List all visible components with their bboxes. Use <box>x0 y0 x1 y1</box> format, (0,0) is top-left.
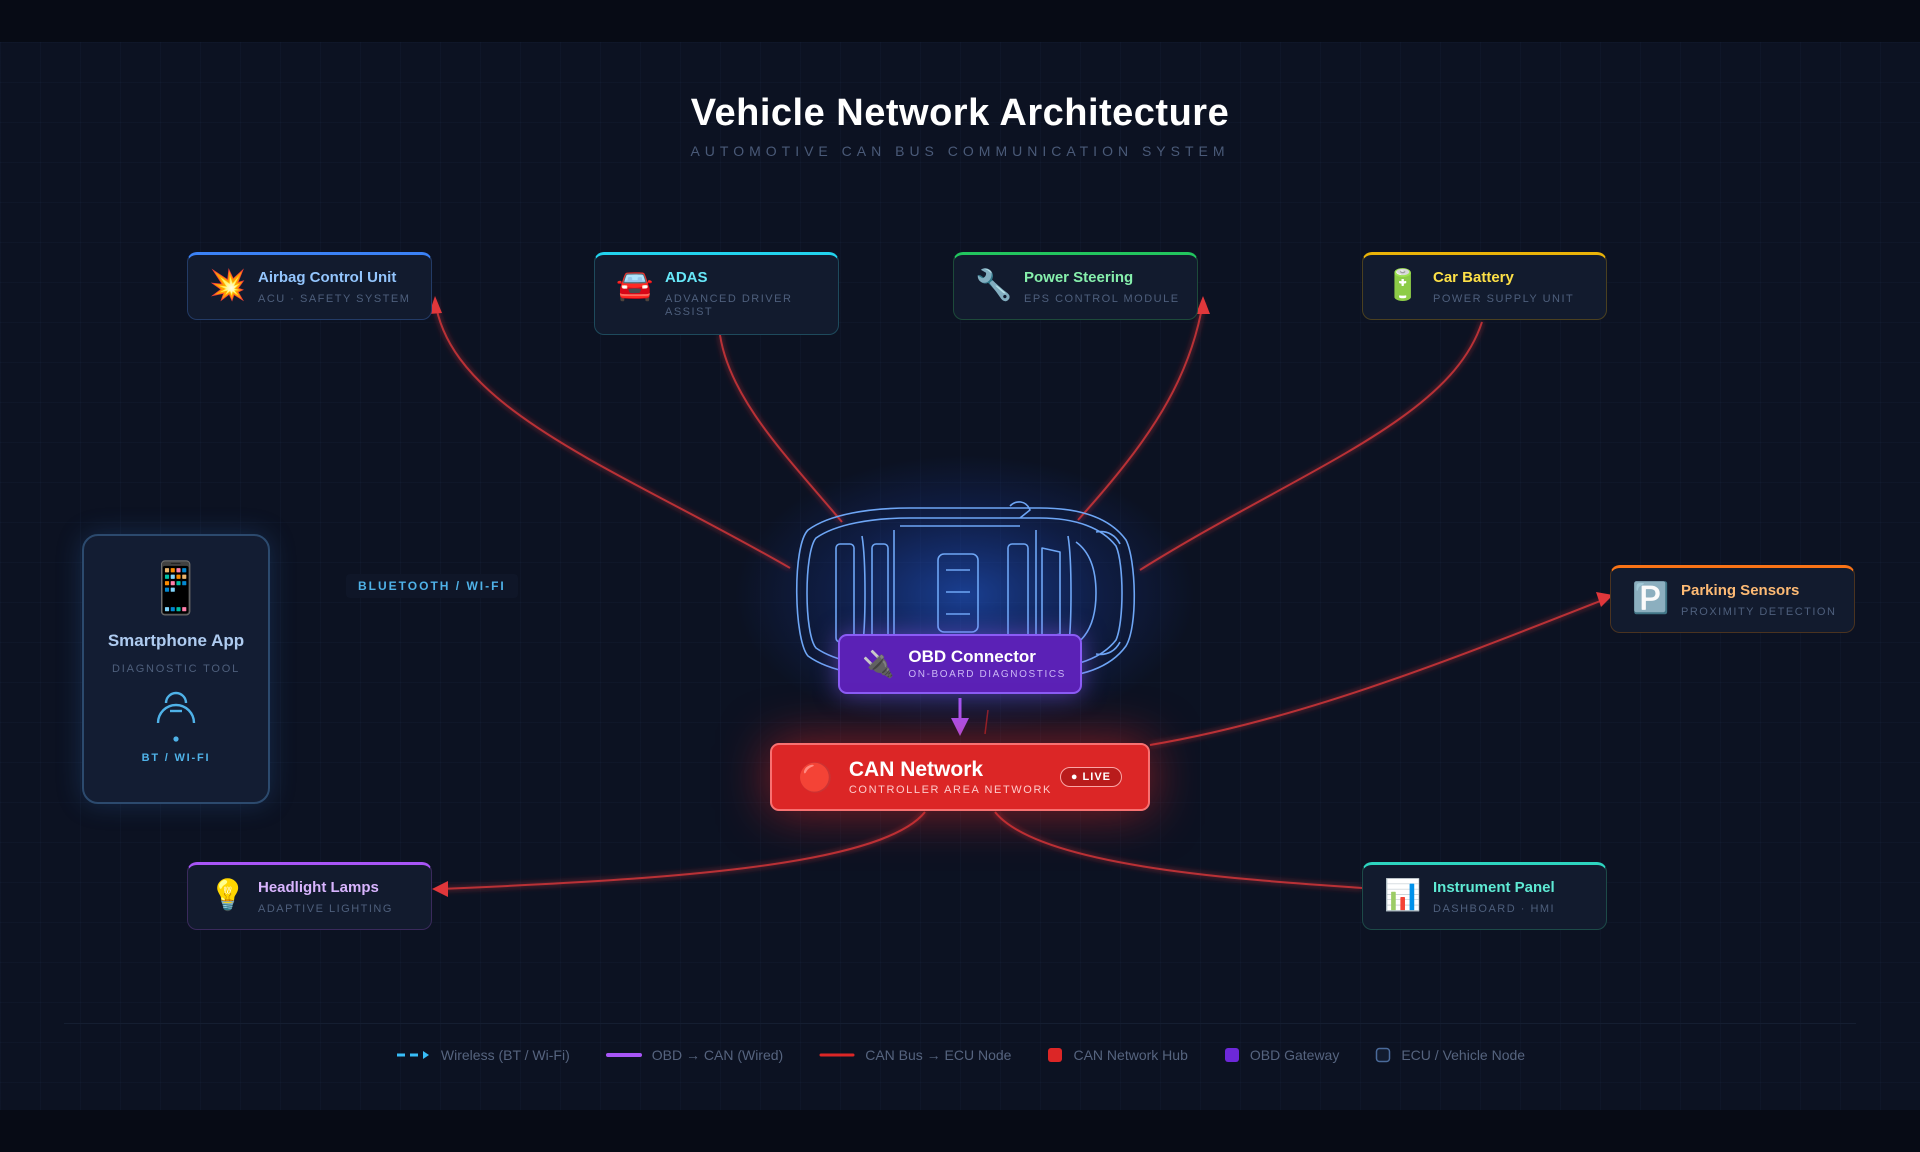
link-airbag <box>434 299 791 569</box>
lightbulb-icon: 💡 <box>209 879 247 912</box>
node-name: Headlight Lamps <box>258 879 379 896</box>
node-sub: ACU · SAFETY SYSTEM <box>258 293 411 305</box>
arrow-airbag <box>429 296 442 314</box>
node-name: Instrument Panel <box>1433 879 1555 896</box>
link-obd-can-secondary <box>984 709 989 735</box>
battery-icon: 🔋 <box>1384 269 1422 302</box>
legend-divider <box>64 1023 1856 1024</box>
smartphone-app-card[interactable]: 📱 Smartphone App DIAGNOSTIC TOOL BT / WI… <box>82 534 270 804</box>
node-sub: DASHBOARD · HMI <box>1433 903 1556 915</box>
arrow-obd-can <box>951 718 969 736</box>
link-headlight <box>439 811 926 890</box>
obd-connector-name: OBD Connector <box>908 647 1036 666</box>
link-parking <box>1149 597 1609 746</box>
diagram-canvas <box>0 42 1920 1110</box>
plug-icon: 🔌 <box>862 648 895 679</box>
red-circle-icon: 🔴 <box>798 761 833 793</box>
node-sub: ADAPTIVE LIGHTING <box>258 903 393 915</box>
arrow-steering <box>1196 296 1210 314</box>
node-headlight-lamps[interactable]: 💡 Headlight Lamps ADAPTIVE LIGHTING <box>187 862 432 930</box>
legend-item-ecu: ECU / Vehicle Node <box>1375 1047 1525 1063</box>
legend-label: CAN Bus → ECU Node <box>865 1047 1012 1063</box>
node-power-steering[interactable]: 🔧 Power Steering EPS CONTROL MODULE <box>953 252 1198 320</box>
node-name: ADAS <box>665 269 708 286</box>
link-adas <box>719 334 843 523</box>
bar-chart-icon: 📊 <box>1384 879 1422 912</box>
legend-item-can-bus: CAN Bus → ECU Node <box>819 1047 1011 1063</box>
smartphone-icon: 📱 <box>144 560 208 616</box>
arrow-headlight <box>432 881 448 897</box>
diagram-subtitle: AUTOMOTIVE CAN BUS COMMUNICATION SYSTEM <box>690 143 1230 159</box>
link-instrument <box>994 811 1363 889</box>
arrow-parking <box>1596 592 1613 607</box>
legend-label: CAN Network Hub <box>1073 1047 1188 1063</box>
node-name: Airbag Control Unit <box>258 269 397 286</box>
legend-item-hub: CAN Network Hub <box>1047 1047 1188 1063</box>
smartphone-link-label: BT / WI-FI <box>141 752 211 764</box>
wireless-link-label: BLUETOOTH / WI-FI <box>346 574 518 598</box>
link-steering <box>1077 301 1204 521</box>
node-name: Car Battery <box>1433 269 1514 286</box>
legend-item-gateway: OBD Gateway <box>1224 1047 1339 1063</box>
node-sub: EPS CONTROL MODULE <box>1024 293 1180 305</box>
node-airbag-control-unit[interactable]: 💥 Airbag Control Unit ACU · SAFETY SYSTE… <box>187 252 432 320</box>
node-sub: ADVANCED DRIVER ASSIST <box>665 293 793 318</box>
can-network-name: CAN Network <box>848 758 984 781</box>
can-network-sub: CONTROLLER AREA NETWORK <box>848 784 1052 796</box>
node-adas[interactable]: 🚘 ADAS ADVANCED DRIVER ASSIST <box>594 252 839 335</box>
obd-connector-sub: ON-BOARD DIAGNOSTICS <box>908 669 1066 680</box>
node-instrument-panel[interactable]: 📊 Instrument Panel DASHBOARD · HMI <box>1362 862 1607 930</box>
legend-label: ECU / Vehicle Node <box>1401 1047 1526 1063</box>
diagram-title: Vehicle Network Architecture <box>690 92 1230 134</box>
link-battery <box>1139 321 1483 571</box>
legend-item-obd-can: OBD → CAN (Wired) <box>605 1047 784 1063</box>
legend-label: OBD Gateway <box>1249 1047 1340 1063</box>
node-car-battery[interactable]: 🔋 Car Battery POWER SUPPLY UNIT <box>1362 252 1607 320</box>
node-name: Parking Sensors <box>1681 582 1800 599</box>
car-icon: 🚘 <box>616 269 654 302</box>
wrench-icon: 🔧 <box>975 269 1013 302</box>
live-badge: ● LIVE <box>1059 767 1122 787</box>
node-parking-sensors[interactable]: 🅿️ Parking Sensors PROXIMITY DETECTION <box>1610 565 1855 633</box>
legend-item-wireless: Wireless (BT / Wi-Fi) <box>395 1047 570 1063</box>
obd-connector[interactable]: 🔌 OBD Connector ON-BOARD DIAGNOSTICS <box>838 634 1082 694</box>
legend-label: OBD → CAN (Wired) <box>651 1047 784 1063</box>
collision-icon: 💥 <box>209 269 247 302</box>
smartphone-app-sub: DIAGNOSTIC TOOL <box>111 663 241 675</box>
bottom-bar <box>0 1110 1920 1152</box>
smartphone-app-name: Smartphone App <box>107 631 245 650</box>
parking-icon: 🅿️ <box>1632 582 1670 615</box>
wifi-icon <box>84 687 268 748</box>
node-sub: PROXIMITY DETECTION <box>1681 606 1837 618</box>
legend-label: Wireless (BT / Wi-Fi) <box>440 1047 570 1063</box>
legend: Wireless (BT / Wi-Fi) OBD → CAN (Wired) … <box>0 1047 1920 1063</box>
can-network-hub[interactable]: 🔴 CAN Network CONTROLLER AREA NETWORK ● … <box>770 743 1150 811</box>
node-sub: POWER SUPPLY UNIT <box>1433 293 1575 305</box>
node-name: Power Steering <box>1024 269 1134 286</box>
